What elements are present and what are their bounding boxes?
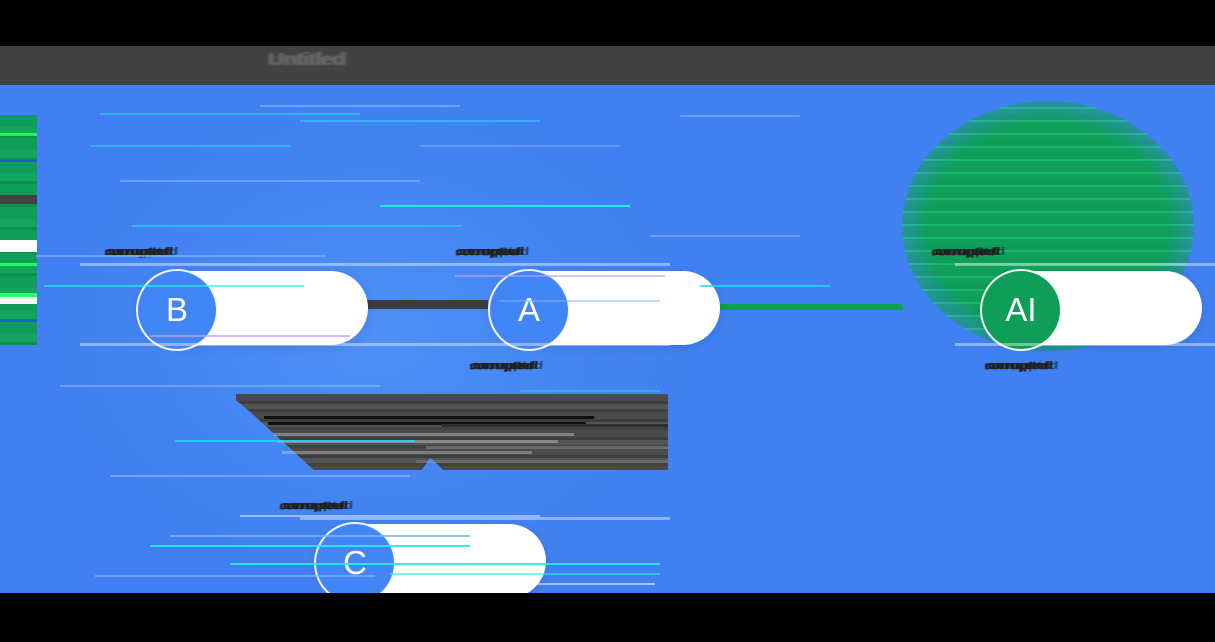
node-b-badge[interactable]: B (136, 269, 218, 351)
glitch-white-slice (80, 263, 670, 266)
paragraph-glitch-fill (236, 394, 668, 470)
glitch-scanline (100, 113, 360, 115)
node-c-label-above: corrupted (280, 498, 449, 512)
paragraph-line (274, 433, 574, 436)
corrupted-paragraph (236, 394, 668, 470)
node-a-badge[interactable]: A (488, 269, 570, 351)
glitch-scanline (700, 285, 830, 287)
glitch-scanline (120, 180, 420, 182)
glitch-scanline (680, 115, 800, 117)
slab-glitch-line (0, 133, 37, 136)
paragraph-line (441, 424, 668, 427)
slab-glitch-line (0, 263, 37, 266)
node-a-label-below: corrupted (470, 358, 671, 372)
glitch-scanline (300, 120, 540, 122)
paragraph-line (264, 416, 594, 419)
paragraph-line (426, 446, 668, 449)
slab-glitch-line (0, 160, 37, 162)
node-b-label-above: corrupted (105, 244, 266, 258)
glitch-white-slice (300, 517, 670, 520)
glitch-scanline (420, 145, 620, 147)
glitch-scanline (520, 390, 660, 392)
paragraph-line (416, 460, 668, 463)
window-title-bar (0, 46, 1215, 85)
glitch-scanline (132, 225, 462, 227)
glitch-scanline (380, 205, 630, 207)
slab-glitch-line (0, 320, 37, 322)
glitch-scanline (60, 385, 380, 387)
letterbox-top (0, 0, 1215, 46)
node-ai-label-above: corrupted (932, 244, 1119, 258)
slab-glitch-line (0, 195, 37, 204)
left-green-slab[interactable] (0, 115, 37, 345)
diagram-canvas: corrupted B corrupted A corrupted corrup… (0, 85, 1215, 593)
node-ai-label-below: corrupted (985, 358, 1121, 372)
glitch-scanline (650, 235, 800, 237)
slab-glitch-line (0, 297, 37, 304)
glitch-scanline (260, 105, 460, 107)
glitch-scanline (240, 515, 540, 517)
glitch-white-slice (955, 263, 1215, 266)
paragraph-line (282, 451, 532, 454)
page-title: Untitled (267, 47, 508, 70)
glitch-scanline (110, 475, 410, 477)
node-a-label-above: corrupted (456, 244, 625, 258)
node-ai-badge[interactable]: AI (980, 269, 1062, 351)
paragraph-line (278, 440, 558, 443)
glitch-scanline (90, 145, 290, 147)
slab-glitch-line (0, 240, 37, 252)
